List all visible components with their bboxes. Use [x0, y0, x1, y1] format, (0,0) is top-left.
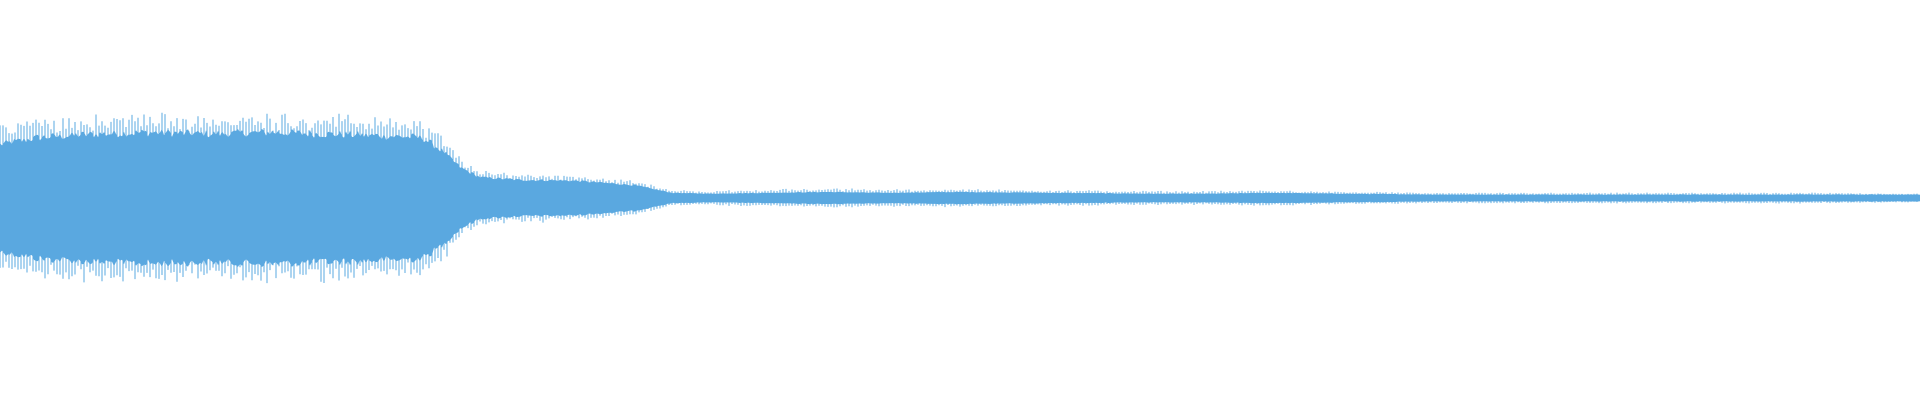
waveform-tick-group	[0, 112, 1920, 284]
